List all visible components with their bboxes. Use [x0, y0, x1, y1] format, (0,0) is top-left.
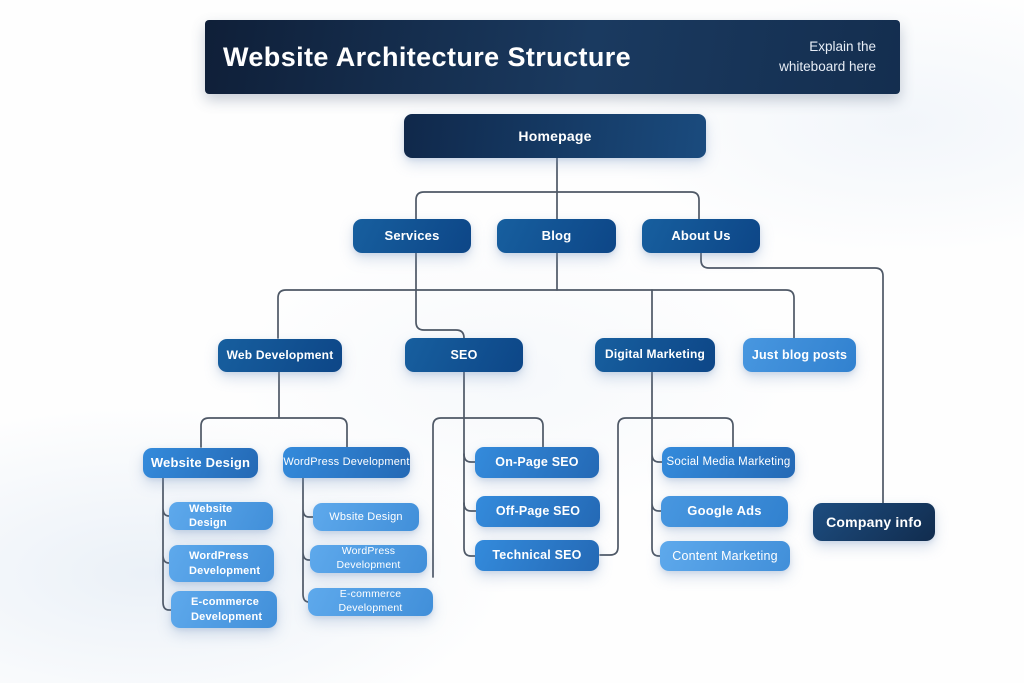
connector-wordpressdev-children-rail	[302, 477, 314, 603]
node-wordpress-development[interactable]: WordPress Development	[283, 447, 410, 478]
node-homepage[interactable]: Homepage	[404, 114, 706, 158]
node-technical-seo[interactable]: Technical SEO	[475, 540, 599, 571]
node-about-us[interactable]: About Us	[642, 219, 760, 253]
node-web-development[interactable]: Web Development	[218, 339, 342, 372]
node-wordpressdev-child-ecommerce-development[interactable]: E-commerce Development	[308, 588, 433, 616]
node-on-page-seo[interactable]: On-Page SEO	[475, 447, 599, 478]
node-digital-marketing[interactable]: Digital Marketing	[595, 338, 715, 372]
connector-aboutus-companyinfo	[700, 252, 884, 504]
node-website-design-child-ecommerce-development[interactable]: E-commerce Development	[171, 591, 277, 628]
connector-blog-bracket	[277, 289, 795, 339]
connector-seo-bracket	[432, 417, 544, 578]
connector-seo-rail	[463, 371, 476, 557]
node-wordpressdev-child-wbsite-design[interactable]: Wbsite Design	[313, 503, 419, 531]
node-off-page-seo[interactable]: Off-Page SEO	[476, 496, 600, 527]
banner-note: Explain the whiteboard here	[779, 38, 876, 74]
node-blog[interactable]: Blog	[497, 219, 616, 253]
node-company-info[interactable]: Company info	[813, 503, 935, 541]
connector-services-seo	[415, 252, 465, 339]
connector-websitedesign-children-rail	[162, 477, 172, 611]
connector-digitalmarketing-rail	[651, 371, 663, 557]
connector-seo-stubs	[463, 453, 477, 512]
node-website-design[interactable]: Website Design	[143, 448, 258, 478]
node-just-blog-posts[interactable]: Just blog posts	[743, 338, 856, 372]
node-website-design-child-wordpress-development[interactable]: WordPress Development	[169, 545, 274, 582]
connector-homepage-bracket	[415, 191, 700, 220]
node-social-media-marketing[interactable]: Social Media Marketing	[662, 447, 795, 478]
title-banner: Website Architecture Structure Explain t…	[205, 20, 900, 94]
node-seo[interactable]: SEO	[405, 338, 523, 372]
node-wordpressdev-child-wordpress-development[interactable]: WordPress Development	[310, 545, 427, 573]
node-content-marketing[interactable]: Content Marketing	[660, 541, 790, 571]
node-services[interactable]: Services	[353, 219, 471, 253]
node-website-design-child-website-design[interactable]: Website Design	[169, 502, 273, 530]
page-title: Website Architecture Structure	[223, 41, 632, 72]
connector-webdev-bracket	[200, 417, 348, 448]
connector-digitalmarketing-bracket	[599, 417, 734, 556]
node-google-ads[interactable]: Google Ads	[661, 496, 788, 527]
